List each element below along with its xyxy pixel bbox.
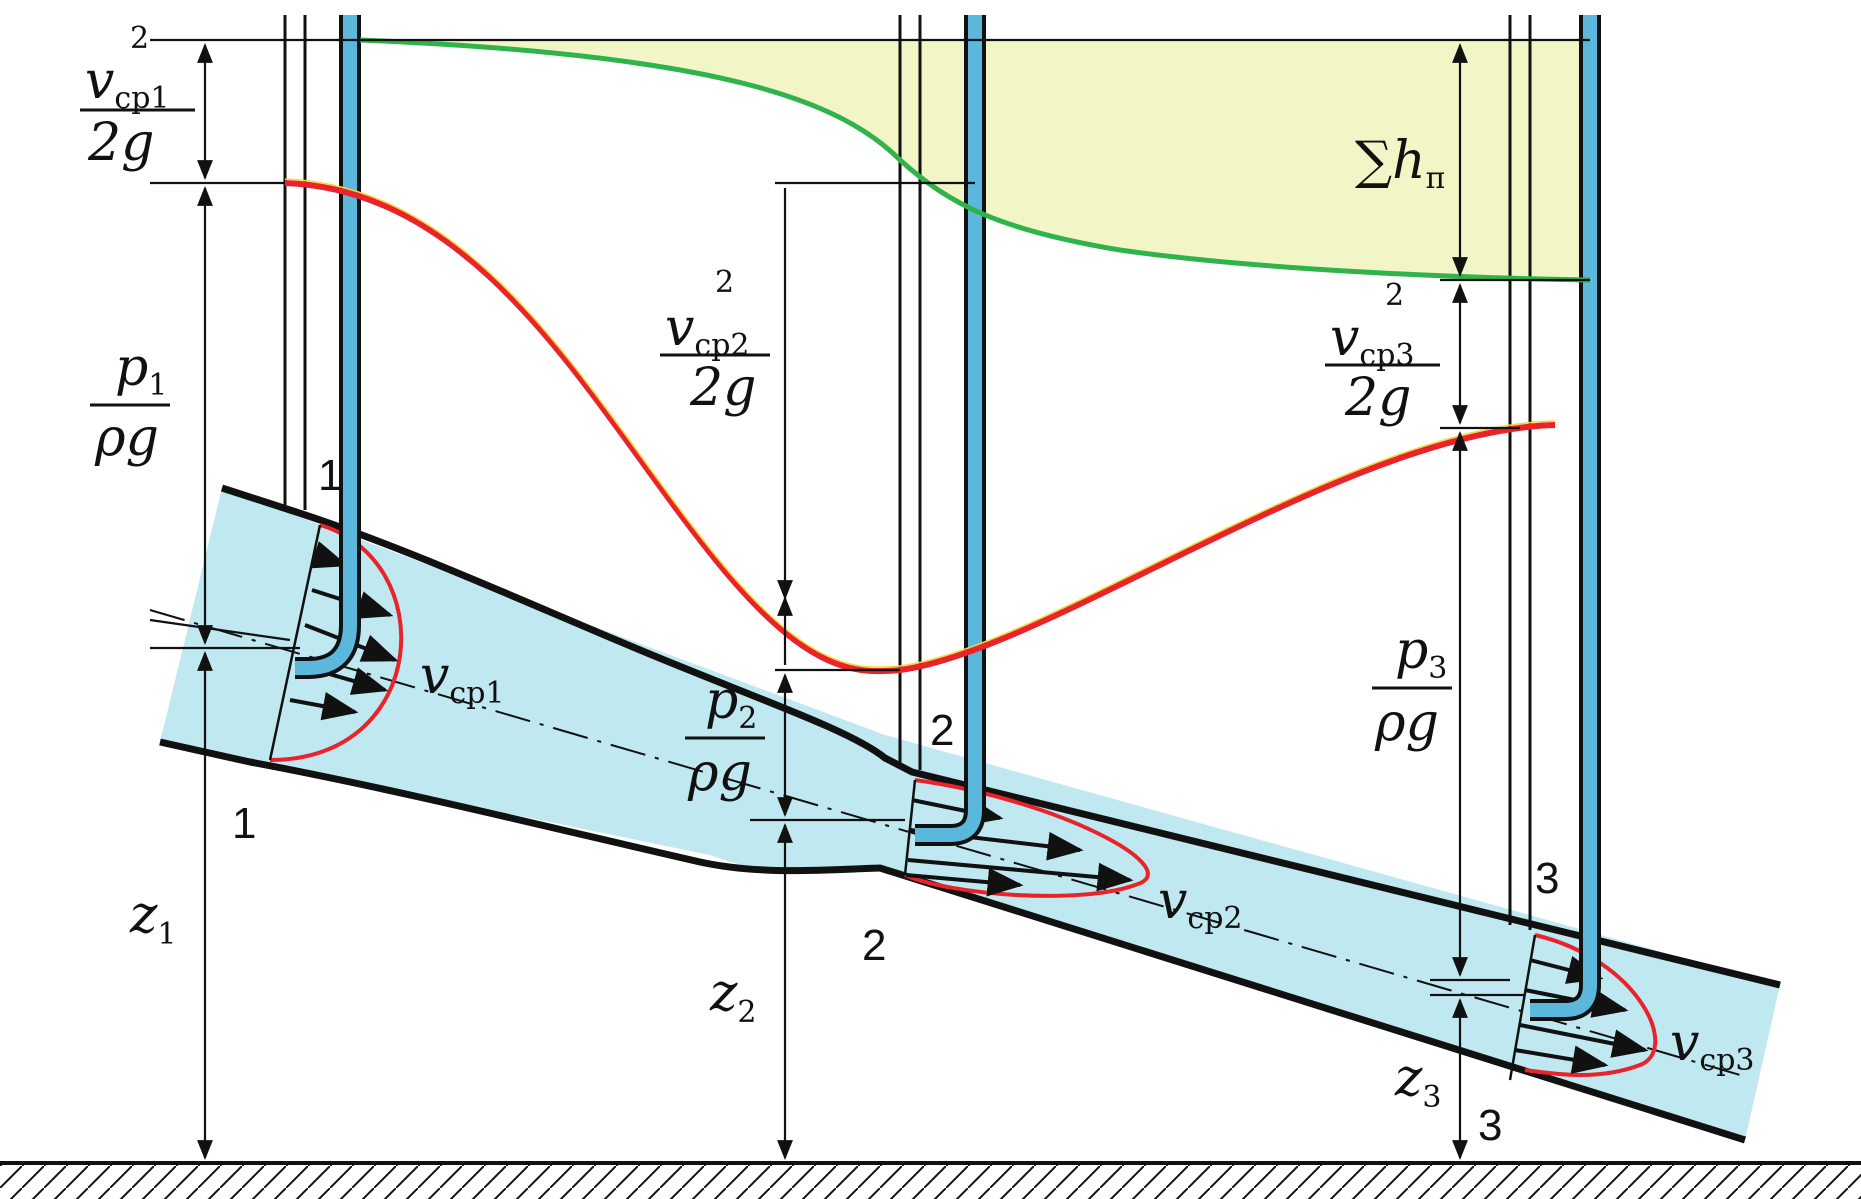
svg-text:p3: p3 <box>1395 621 1447 686</box>
reference-lines <box>149 38 1590 997</box>
label-velocity-head-1: vср1 2 2g <box>80 21 195 173</box>
section-2-top: 2 <box>930 706 954 755</box>
piezometer-3 <box>1508 15 1532 930</box>
piezometric-line <box>284 180 1556 675</box>
label-flow-velocity-3: vср3 <box>1670 1013 1754 1078</box>
svg-text:vср1: vср1 <box>420 646 504 711</box>
label-flow-velocity-1: vср1 <box>420 646 504 711</box>
energy-line <box>359 37 1591 283</box>
ground <box>0 1161 1861 1199</box>
pipe-lower-wall <box>159 738 1747 1144</box>
svg-text:ρg: ρg <box>687 743 752 803</box>
section-2-bottom: 2 <box>862 921 886 970</box>
svg-text:p2: p2 <box>705 671 757 736</box>
svg-text:2g: 2g <box>689 358 756 418</box>
label-flow-velocity-2: vср2 <box>1158 871 1242 936</box>
pitot-tube-1 <box>295 15 361 679</box>
section-1-top: 1 <box>318 451 342 500</box>
piezometer-1 <box>283 15 307 510</box>
velocity-profile-2 <box>903 778 1150 898</box>
label-elevation-2: z2 <box>709 963 757 1030</box>
svg-text:2: 2 <box>1385 278 1404 313</box>
svg-text:2: 2 <box>130 21 149 56</box>
svg-text:2g: 2g <box>87 113 154 173</box>
svg-text:vср2: vср2 <box>1158 871 1242 936</box>
svg-text:z3: z3 <box>1394 1048 1442 1115</box>
label-pressure-head-2: p2 ρg <box>685 671 765 803</box>
label-velocity-head-2: vср2 2 2g <box>660 265 770 418</box>
svg-text:p1: p1 <box>115 338 167 403</box>
svg-text:vср1: vср1 <box>85 51 169 116</box>
label-pressure-head-3: p3 ρg <box>1372 621 1452 753</box>
label-head-loss: ∑hп <box>1355 131 1446 196</box>
svg-text:ρg: ρg <box>1374 693 1439 753</box>
label-elevation-3: z3 <box>1394 1048 1442 1115</box>
label-velocity-head-3: vср3 2 2g <box>1325 278 1440 428</box>
pipe-upper-wall <box>220 484 1781 989</box>
svg-text:vср3: vср3 <box>1670 1013 1754 1078</box>
label-elevation-1: z1 <box>129 885 177 952</box>
svg-text:vср2: vср2 <box>665 298 749 363</box>
svg-text:ρg: ρg <box>94 408 159 468</box>
pitot-tube-2 <box>915 15 986 846</box>
label-pressure-head-1: p1 ρg <box>90 338 170 468</box>
svg-text:2: 2 <box>715 265 734 300</box>
section-1-bottom: 1 <box>232 799 256 848</box>
section-3-bottom: 3 <box>1478 1101 1502 1150</box>
piezometer-2 <box>898 15 922 770</box>
svg-text:2g: 2g <box>1344 368 1411 428</box>
svg-text:z2: z2 <box>709 963 757 1030</box>
section-3-top: 3 <box>1535 854 1559 903</box>
svg-text:∑hп: ∑hп <box>1355 131 1446 196</box>
svg-text:vср3: vср3 <box>1330 308 1414 373</box>
section-marks: 1 1 2 2 3 3 <box>232 451 1559 1150</box>
svg-text:z1: z1 <box>129 885 177 952</box>
dimension-arrows <box>197 43 1468 1160</box>
piezometric-line-highlight <box>284 178 1556 668</box>
pitot-tube-3 <box>1530 15 1601 1021</box>
